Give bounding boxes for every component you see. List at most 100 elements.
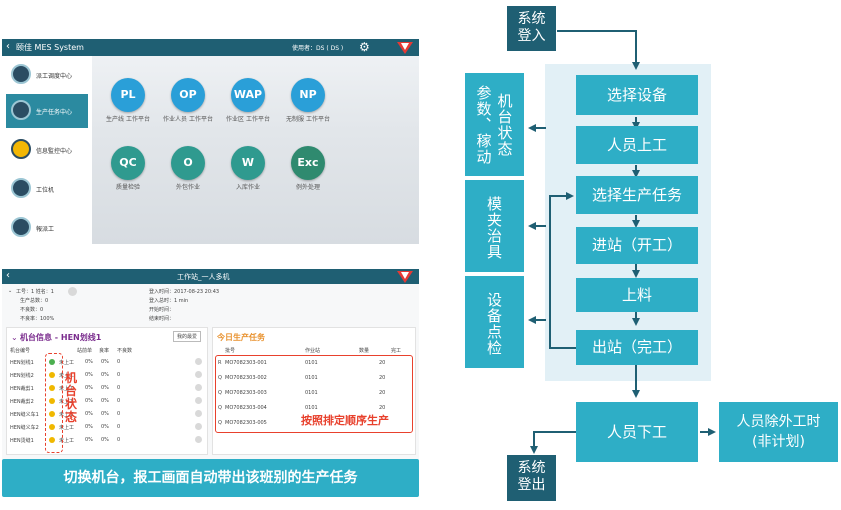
- app-caption: 作业人员 工作平台: [163, 116, 213, 123]
- check-icon[interactable]: [195, 436, 202, 443]
- machine-count: 0: [117, 359, 121, 365]
- app-title: 颐佳 MES System: [16, 43, 84, 52]
- header-lot: 批号: [225, 348, 236, 354]
- task-qty: 20: [379, 360, 386, 366]
- side-inspection-text: 设备点检: [485, 292, 503, 356]
- side-params-box: 参数、稼动机台状态: [465, 73, 524, 176]
- back-icon[interactable]: ‹: [6, 270, 10, 281]
- check-icon[interactable]: [195, 358, 202, 365]
- status-dot: [49, 372, 55, 378]
- app-w[interactable]: W 入库作业: [218, 146, 278, 191]
- task-station: 0101: [305, 390, 318, 396]
- machine-count: 0: [117, 437, 121, 443]
- header-yield: 良率: [99, 348, 110, 354]
- step-check-in: 进站（开工）: [576, 227, 698, 264]
- app-wap[interactable]: WAP 作业区 工作平台: [218, 78, 278, 123]
- workstation-screen: ‹ 工作站_一人多机 ⌄ 工号：1 姓名：1 生产总数：0 不良数：0 不良率：…: [2, 269, 419, 459]
- step-feed-material: 上料: [576, 278, 698, 312]
- workstation-top-bar: ‹ 工作站_一人多机: [2, 269, 419, 284]
- machine-rate: 0%: [85, 424, 93, 430]
- check-icon[interactable]: [195, 410, 202, 417]
- step-check-out: 出站（完工）: [576, 330, 698, 365]
- app-pl[interactable]: PL 生产线 工作平台: [98, 78, 158, 123]
- report-icon: [11, 217, 31, 237]
- machine-count: 0: [117, 372, 121, 378]
- task-station: 0101: [305, 360, 318, 366]
- app-exc-icon: Exc: [291, 146, 325, 180]
- status-highlight-box: [45, 353, 63, 453]
- machine-status: 未上工: [59, 373, 75, 379]
- task-qty: 20: [379, 375, 386, 381]
- status-dot: [49, 424, 55, 430]
- header-done: 完工: [391, 348, 402, 354]
- status-dot: [49, 437, 55, 443]
- app-caption: 例外处理: [295, 184, 320, 191]
- total-output: 生产总数：0: [20, 298, 49, 304]
- external-hours-line-2: (非计划): [752, 434, 805, 450]
- back-icon[interactable]: ‹: [6, 41, 10, 52]
- brand-logo-icon: [397, 42, 413, 54]
- task-highlight-box: [215, 355, 413, 433]
- task-prefix: Q: [218, 390, 222, 396]
- logout-node: 系统 登出: [507, 455, 556, 501]
- machine-count: 0: [117, 398, 121, 404]
- app-qc[interactable]: QC 质量检验: [98, 146, 158, 191]
- app-grid: PL 生产线 工作平台 OP 作业人员 工作平台 WAP 作业区 工作平台 NP…: [92, 56, 419, 244]
- header-station: 作业站: [305, 348, 321, 354]
- sidebar-item-dispatch[interactable]: 派工调度中心: [6, 58, 88, 92]
- side-params-text-1: 参数、稼动: [474, 85, 493, 165]
- machine-bad: 0%: [101, 385, 109, 391]
- app-caption: 作业区 工作平台: [226, 116, 270, 123]
- task-station: 0101: [305, 375, 318, 381]
- machine-panel: ⌄ 机台信息 - HEN划线1 我的最爱 机台编号 站前单 良率 不良数 HEN…: [6, 327, 208, 455]
- app-op[interactable]: OP 作业人员 工作平台: [158, 78, 218, 123]
- machine-status: 未上工: [59, 425, 75, 431]
- favorites-button[interactable]: 我的最爱: [173, 331, 202, 342]
- task-lot: MO7082303-005: [225, 420, 267, 426]
- sidebar-item-label: 生产任务中心: [36, 109, 73, 116]
- app-np[interactable]: NP 无制服 工作平台: [278, 78, 338, 123]
- check-icon[interactable]: [195, 371, 202, 378]
- task-lot: MO7082303-004: [225, 405, 267, 411]
- machine-status: 未上工: [59, 386, 75, 392]
- sidebar-item-report[interactable]: 報派工: [6, 211, 88, 244]
- check-icon[interactable]: [195, 397, 202, 404]
- operator-id: 工号：1 姓名：1: [16, 289, 54, 295]
- header-qty: 数量: [359, 348, 370, 354]
- machine-bad: 0%: [101, 359, 109, 365]
- header-machine-id: 机台编号: [10, 348, 31, 354]
- avatar: [68, 287, 77, 296]
- gear-icon[interactable]: ⚙: [359, 40, 370, 54]
- side-fixture-text: 模夹治具: [485, 196, 503, 260]
- side-inspection-box: 设备点检: [465, 276, 524, 368]
- external-hours-box: 人员除外工时 (非计划): [719, 402, 838, 462]
- sidebar-item-production[interactable]: 生产任务中心: [6, 94, 88, 128]
- mes-portal-screen: ‹ 颐佳 MES System 使用者：DS ( DS ) ⚙ 派工调度中心 生…: [2, 39, 419, 244]
- machine-id: HEN缝义车1: [10, 412, 39, 418]
- machine-panel-title: 机台信息 - HEN划线1: [20, 333, 102, 342]
- chevron-down-icon[interactable]: ⌄: [8, 288, 13, 294]
- header-defects: 不良数: [117, 348, 133, 354]
- logout-line-1: 系统: [517, 460, 546, 476]
- chevron-down-icon[interactable]: ⌄: [11, 333, 18, 342]
- order-annotation: 按照排定顺序生产: [299, 412, 391, 428]
- gauge-icon: [11, 139, 31, 159]
- check-icon[interactable]: [195, 423, 202, 430]
- app-op-icon: OP: [171, 78, 205, 112]
- sidebar-item-label: 工位机: [36, 187, 55, 194]
- task-prefix: Q: [218, 420, 222, 426]
- app-o[interactable]: O 外包作业: [158, 146, 218, 191]
- end-time: 结束时间：: [149, 316, 175, 322]
- sidebar-item-workstation[interactable]: 工位机: [6, 172, 88, 206]
- status-dot: [49, 385, 55, 391]
- machine-bad: 0%: [101, 372, 109, 378]
- app-exc[interactable]: Exc 例外处理: [278, 146, 338, 191]
- check-icon[interactable]: [195, 384, 202, 391]
- machine-status: 未上工: [59, 412, 75, 418]
- sidebar-item-monitor[interactable]: 信息監控中心: [6, 133, 88, 167]
- task-qty: 20: [379, 390, 386, 396]
- machine-status: 未上工: [59, 399, 75, 405]
- task-lot: MO7082303-002: [225, 375, 267, 381]
- status-dot: [49, 359, 55, 365]
